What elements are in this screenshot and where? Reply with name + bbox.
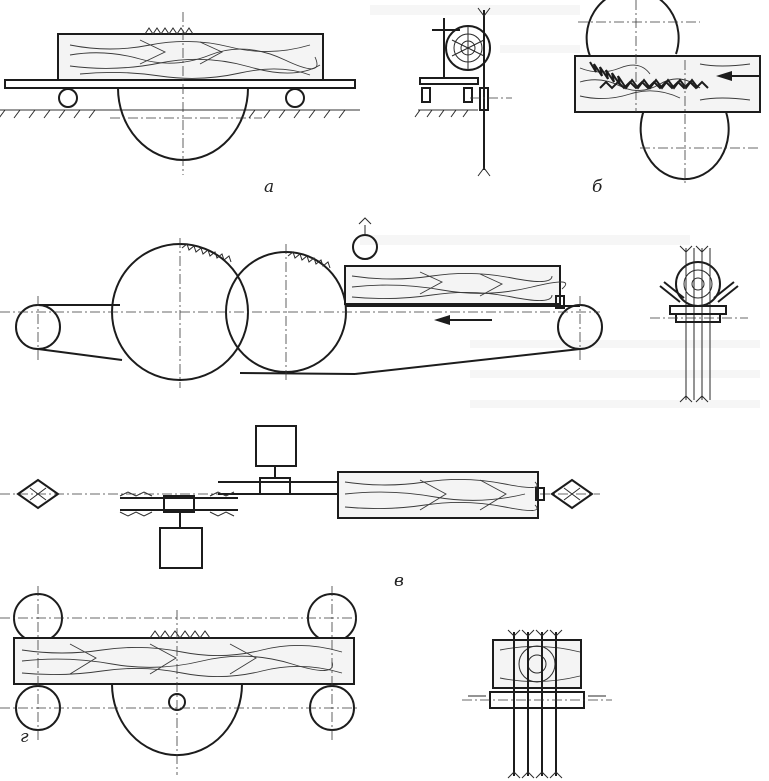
label-a: а	[264, 177, 274, 197]
label-b: б	[592, 177, 603, 197]
log-v-lower	[337, 471, 539, 519]
scheme-a-carriage-saw: а	[0, 12, 360, 197]
carriage-wheel-left	[58, 88, 78, 108]
scheme-a-side-view	[414, 7, 512, 177]
motor-top	[255, 425, 297, 467]
saw-teeth-g	[149, 630, 211, 639]
side-platform	[419, 77, 479, 85]
scheme-v-cross-section	[650, 245, 748, 403]
saw-teeth-top-a	[144, 27, 194, 35]
upper-saw-b	[585, 0, 680, 57]
wood-grain-a	[69, 39, 321, 79]
motor-bottom	[159, 527, 203, 569]
belt-lower	[239, 372, 356, 375]
ground-hatching	[0, 109, 346, 119]
centering-marker-left	[16, 478, 60, 510]
log-section-g	[492, 639, 582, 689]
label-v: в	[394, 571, 404, 591]
scheme-g-roller-feed: г	[0, 586, 360, 775]
bearing-block-right	[259, 477, 291, 495]
label-g: г	[20, 727, 29, 747]
scheme-g-cross-section	[462, 629, 612, 779]
scan-background-noise	[360, 5, 760, 408]
scheme-v-belt-feed	[0, 217, 603, 388]
lower-saw-b	[639, 109, 730, 181]
carriage-wheel-right	[285, 88, 305, 108]
log-g	[13, 637, 355, 685]
centering-marker-right	[550, 478, 594, 510]
carriage-plate	[4, 79, 356, 89]
scheme-b-two-saws: б	[574, 0, 761, 197]
scheme-v-plan-view: в	[0, 425, 600, 591]
